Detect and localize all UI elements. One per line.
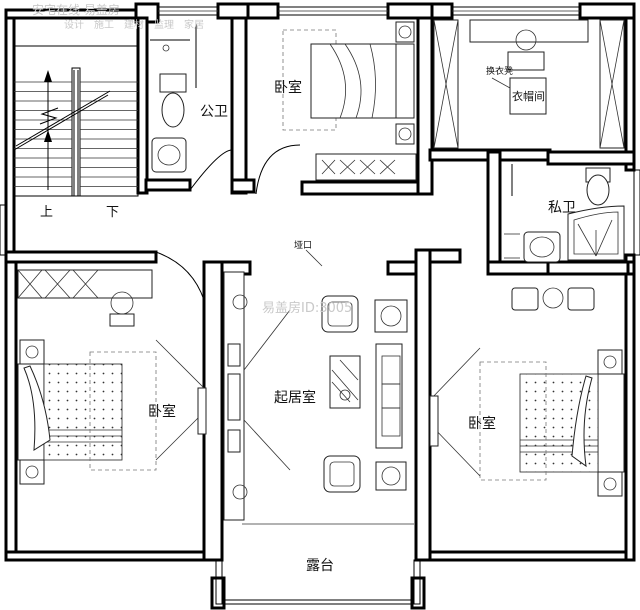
bedroom-right-furniture: [429, 287, 625, 497]
private-bath-label: 私卫: [548, 200, 576, 216]
living-room-furniture: [223, 271, 414, 525]
walls: [4, 2, 636, 562]
bedroom-left-label: 卧室: [148, 403, 176, 420]
stair-down-label: 下: [106, 205, 119, 220]
watermark-tag: 监理: [154, 18, 174, 31]
watermark-tag: 施工: [94, 18, 114, 31]
watermark-tags: 设计 施工 建材 监理 家居: [64, 18, 204, 31]
ceiling-note: 垭口: [294, 239, 312, 251]
windows: [0, 6, 640, 256]
private-bath-fixtures: [504, 164, 625, 263]
bedroom-top-label: 卧室: [274, 79, 302, 96]
public-bath-fixtures: [150, 24, 233, 191]
staircase: [13, 45, 139, 197]
watermark-tag: 设计: [64, 18, 84, 31]
living-room-label: 起居室: [274, 389, 316, 406]
watermark-title: 安宅在线 易盖房: [32, 2, 120, 17]
closet-note: 换衣凳: [486, 65, 513, 77]
bedroom-right-label: 卧室: [468, 415, 496, 432]
terrace-label: 露台: [306, 558, 334, 574]
public-bath-label: 公卫: [200, 104, 228, 120]
watermark-tag: 建材: [124, 18, 144, 31]
closet-label: 衣帽间: [512, 89, 545, 103]
watermark-center: 易盖房ID:3005: [262, 300, 352, 316]
stair-up-label: 上: [40, 205, 53, 220]
closet-furniture: [433, 19, 625, 149]
bedroom-left-furniture: [17, 251, 207, 485]
terrace: [210, 559, 426, 610]
watermark-tag: 家居: [184, 18, 204, 31]
bedroom-top-furniture: [255, 21, 417, 195]
